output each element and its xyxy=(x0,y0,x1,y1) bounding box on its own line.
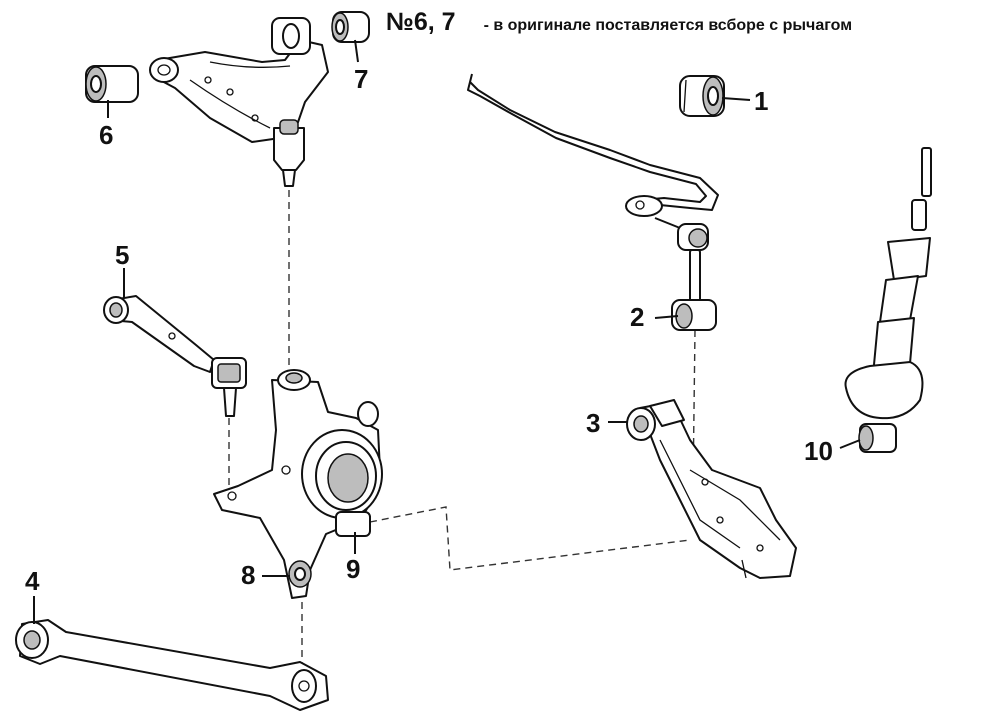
callout-8: 8 xyxy=(241,560,255,590)
callout-10: 10 xyxy=(804,436,833,466)
bushing-7 xyxy=(331,11,370,43)
callout-4: 4 xyxy=(25,566,40,596)
callout-labels: 1 2 3 4 5 6 7 8 9 10 xyxy=(25,64,833,596)
bushing-1 xyxy=(679,75,725,117)
callout-9: 9 xyxy=(346,554,360,584)
note-text: - в оригинале поставляется всборе с рыча… xyxy=(483,17,853,34)
callout-6: 6 xyxy=(99,120,113,150)
callout-2: 2 xyxy=(630,302,644,332)
link-5 xyxy=(103,295,247,417)
leader-lines xyxy=(33,39,861,624)
lower-control-arm xyxy=(626,399,797,579)
note: №6, 7 - в оригинале поставляется всборе с… xyxy=(386,8,852,37)
callout-3: 3 xyxy=(586,408,600,438)
note-part-ids: №6, 7 xyxy=(386,8,456,36)
stabilizer-bar xyxy=(467,73,719,217)
shock-absorber xyxy=(844,147,932,453)
upper-control-arm xyxy=(149,17,329,187)
callout-7: 7 xyxy=(354,64,368,94)
bushing-6 xyxy=(85,65,139,103)
stabilizer-link xyxy=(654,217,717,331)
lateral-link-4 xyxy=(15,619,329,711)
steering-knuckle xyxy=(213,369,383,599)
callout-1: 1 xyxy=(754,86,768,116)
callout-5: 5 xyxy=(115,240,129,270)
